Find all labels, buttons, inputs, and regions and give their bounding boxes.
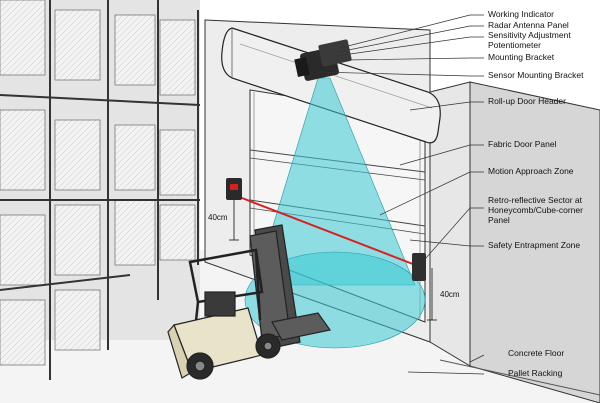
- callout-mounting-bracket: Mounting Bracket: [488, 52, 555, 62]
- forklift: [167, 224, 332, 380]
- callout-radar-antenna-panel: Radar Antenna Panel: [488, 20, 569, 30]
- callout-sensor-mounting-bracket: Sensor Mounting Bracket: [488, 70, 584, 80]
- callout-rollup-door-header: Roll-up Door Header: [488, 96, 566, 106]
- callout-pallet-racking: Pallet Racking: [508, 368, 563, 378]
- callout-fabric-door-panel: Fabric Door Panel: [488, 139, 557, 149]
- callout-safety-entrapment-zone: Safety Entrapment Zone: [488, 240, 581, 250]
- pallet-racking: [0, 0, 201, 380]
- callout-leaders: [317, 14, 485, 375]
- callout-retro-line1: Retro-reflective Sector at: [488, 195, 583, 205]
- callout-concrete-floor: Concrete Floor: [508, 348, 565, 358]
- callout-motion-approach-zone: Motion Approach Zone: [488, 166, 574, 176]
- retro-reflective-panel: [412, 253, 426, 281]
- callout-working-indicator: Working Indicator: [488, 9, 554, 19]
- wall-face-right: [469, 81, 600, 403]
- callout-retro-line2: Honeycomb/Cube-corner: [488, 205, 583, 215]
- dimension-right-height: 40cm: [440, 290, 460, 299]
- callout-retro-line3: Panel: [488, 215, 510, 225]
- safety-beam: [241, 197, 419, 267]
- callout-sensitivity-line2: Potentiometer: [488, 40, 541, 50]
- dimension-left-height: 40cm: [208, 213, 228, 222]
- callout-sensitivity-line1: Sensitivity Adjustment: [488, 30, 571, 40]
